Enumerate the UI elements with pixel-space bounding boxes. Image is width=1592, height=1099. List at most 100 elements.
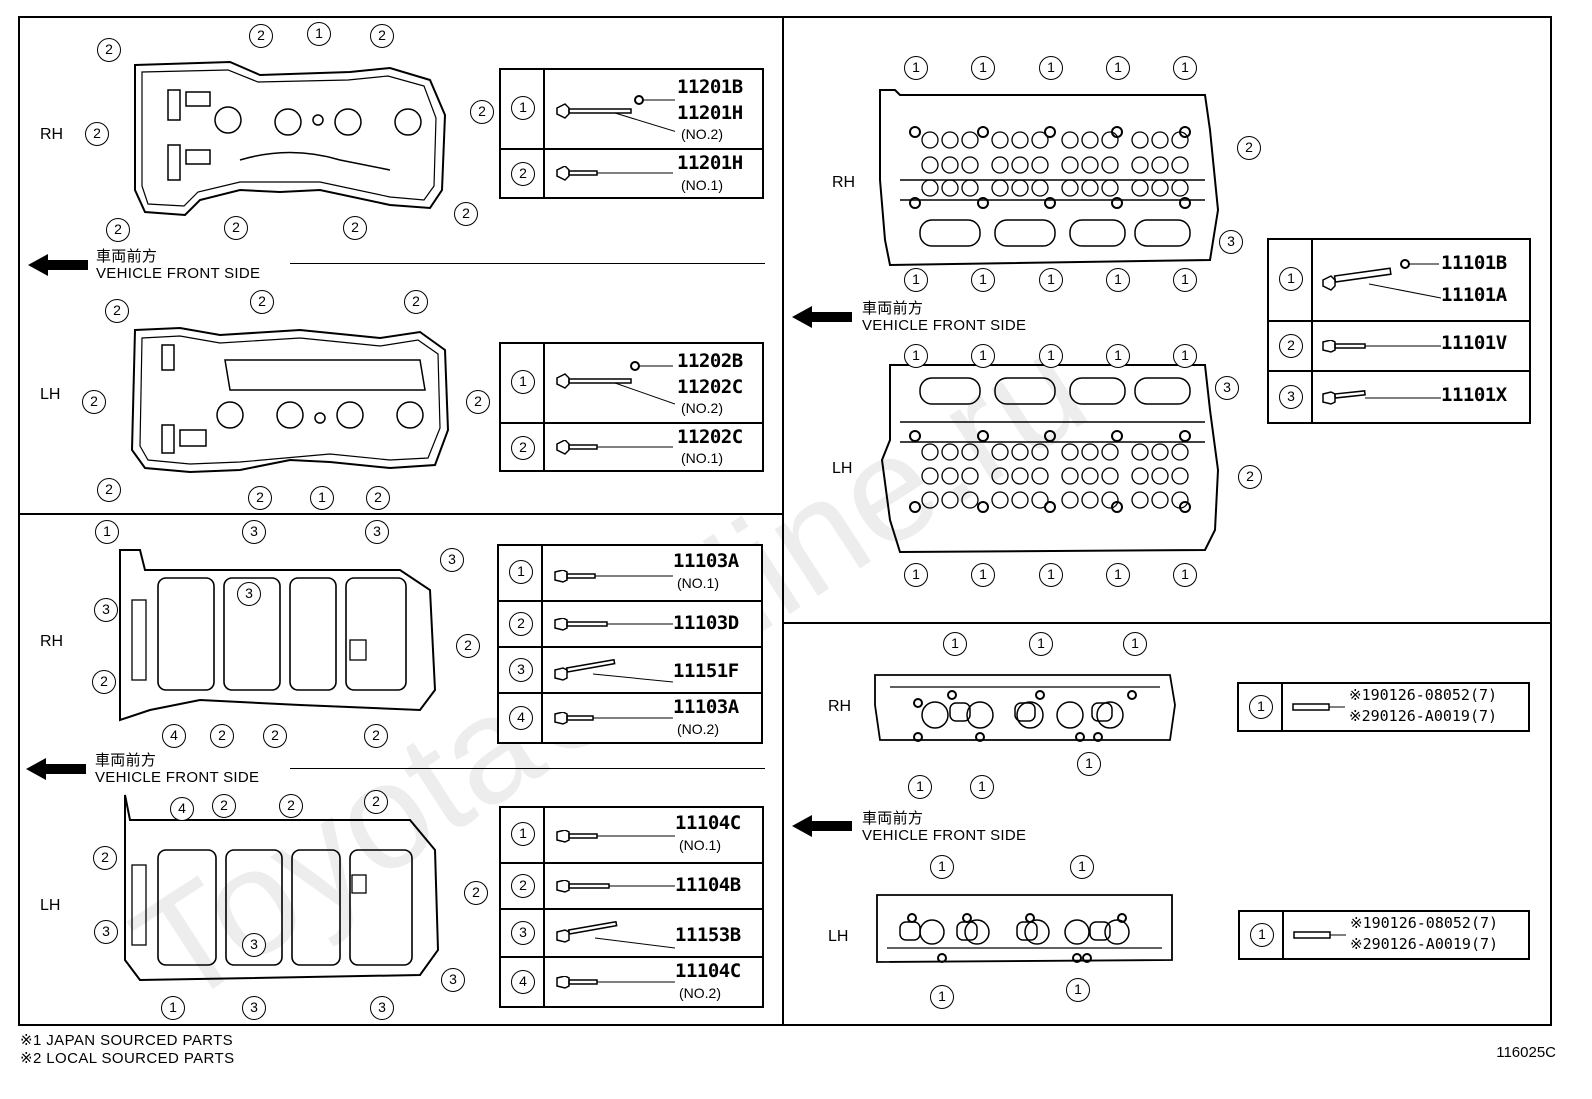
table-row: 1 11104C (NO.1)	[501, 808, 762, 862]
callout-number: 3	[370, 996, 394, 1020]
head-cover-lh-drawing	[130, 326, 450, 474]
callout-number: 1	[1070, 855, 1094, 879]
callout-number: 2	[366, 486, 390, 510]
stud-bolt-icon	[1293, 931, 1346, 939]
callout-number: 2	[1279, 334, 1303, 358]
callout-number: 2	[82, 390, 106, 414]
diagram-frame	[18, 16, 1552, 1026]
callout-number: 1	[1173, 56, 1197, 80]
callout-number: 1	[971, 268, 995, 292]
bolt-icon	[556, 920, 675, 949]
callout-number: 1	[904, 56, 928, 80]
callout-number: 1	[1106, 563, 1130, 587]
callout-number: 1	[511, 96, 535, 120]
callout-number: 1	[943, 632, 967, 656]
callout-number: 1	[1250, 923, 1274, 947]
front-arrow-icon	[28, 254, 88, 276]
table-row: 1 11103A (NO.1)	[499, 546, 761, 600]
callout-number: 3	[441, 968, 465, 992]
callout-number: 2	[85, 122, 109, 146]
callout-number: 2	[343, 216, 367, 240]
callout-number: 1	[930, 855, 954, 879]
callout-number: 1	[971, 344, 995, 368]
head-exhaust-lh-drawing	[876, 894, 1173, 963]
parts-table-cover-lh: 1 11202B 11202C (NO.2) 2 11202C (NO.1)	[499, 342, 764, 472]
callout-number: 1	[307, 22, 331, 46]
head-cover-rh-drawing	[134, 60, 447, 217]
callout-number: 3	[1279, 385, 1303, 409]
callout-number: 2	[1238, 465, 1262, 489]
parts-table-cover-rh: 1 11201B 11201H (NO.2) 2 11201H (NO.1)	[499, 68, 764, 199]
table-row: 2 11104B	[501, 862, 762, 908]
bolt-icon	[556, 440, 673, 455]
footnote-local: ※2 LOCAL SOURCED PARTS	[20, 1050, 235, 1067]
callout-number: 1	[904, 268, 928, 292]
callout-number: 1	[1077, 752, 1101, 776]
label-rh: RH	[832, 174, 856, 191]
callout-number: 3	[1215, 376, 1239, 400]
callout-number: 2	[466, 390, 490, 414]
callout-number: 1	[904, 344, 928, 368]
callout-number: 3	[440, 548, 464, 572]
label-rh: RH	[40, 126, 64, 143]
callout-number: 3	[242, 520, 266, 544]
parts-table-cylinder-head: 1 11101B 11101A 2 11101V 3 11101X	[1267, 238, 1531, 424]
callout-number: 3	[237, 582, 261, 606]
callout-number: 2	[92, 670, 116, 694]
callout-number: 1	[1039, 56, 1063, 80]
callout-number: 2	[364, 724, 388, 748]
footnote-japan: ※1 JAPAN SOURCED PARTS	[20, 1032, 234, 1049]
callout-number: 2	[470, 100, 494, 124]
bolt-icon	[1322, 390, 1441, 405]
label-lh: LH	[832, 460, 853, 477]
table-row: 4 11104C (NO.2)	[501, 956, 762, 1006]
bolt-icon	[554, 712, 673, 725]
callout-number: 2	[212, 794, 236, 818]
callout-number: 1	[1123, 632, 1147, 656]
callout-number: 1	[1173, 344, 1197, 368]
callout-number: 2	[249, 24, 273, 48]
callout-number: 2	[93, 846, 117, 870]
callout-number: 1	[95, 520, 119, 544]
bolt-washer-icon	[556, 95, 675, 132]
callout-number: 2	[263, 724, 287, 748]
callout-number: 2	[250, 290, 274, 314]
table-row: 3 11153B	[501, 908, 762, 956]
bolt-icon	[554, 570, 673, 583]
diagram-code: 116025C	[1496, 1044, 1556, 1061]
table-row: 2 11101V	[1269, 320, 1529, 370]
table-row: 3 11151F	[499, 646, 761, 692]
callout-number: 3	[94, 920, 118, 944]
callout-number: 1	[161, 996, 185, 1020]
callout-number: 2	[454, 202, 478, 226]
callout-number: 1	[1039, 344, 1063, 368]
table-row: 4 11103A (NO.2)	[499, 692, 761, 742]
callout-number: 1	[1106, 268, 1130, 292]
cylinder-head-lh-drawing	[880, 364, 1220, 554]
callout-number: 1	[511, 822, 535, 846]
table-row: 2 11103D	[499, 600, 761, 646]
callout-number: 2	[509, 612, 533, 636]
label-rh: RH	[40, 633, 64, 650]
table-row: 1 ※190126-08052(7) ※290126-A0019(7)	[1240, 912, 1528, 958]
callout-number: 2	[248, 486, 272, 510]
callout-number: 1	[1039, 563, 1063, 587]
callout-number: 1	[1173, 563, 1197, 587]
bolt-icon	[556, 830, 675, 843]
bolt-icon	[554, 658, 673, 683]
callout-number: 3	[511, 921, 535, 945]
label-lh: LH	[40, 897, 61, 914]
parts-table-stud-rh: 1 ※190126-08052(7) ※290126-A0019(7)	[1237, 682, 1530, 732]
bolt-icon	[556, 166, 673, 181]
table-row: 2 11201H (NO.1)	[501, 148, 762, 197]
callout-number: 2	[370, 24, 394, 48]
left-divider	[18, 513, 783, 515]
callout-number: 1	[1249, 695, 1273, 719]
callout-number: 1	[310, 486, 334, 510]
stud-bolt-icon	[1292, 703, 1345, 711]
callout-number: 4	[509, 706, 533, 730]
callout-number: 2	[97, 38, 121, 62]
front-arrow-icon	[26, 758, 86, 780]
